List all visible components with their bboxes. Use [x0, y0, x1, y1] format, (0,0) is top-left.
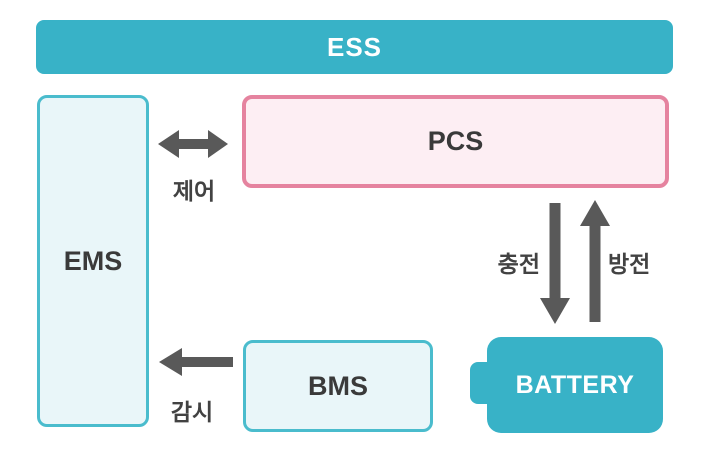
ess-banner: ESS [36, 20, 673, 74]
battery-terminal-shape [470, 362, 492, 404]
monitor-left-arrow-icon [159, 348, 233, 376]
ems-box: EMS [37, 95, 149, 427]
ess-label: ESS [326, 31, 383, 62]
battery-box: BATTERY [487, 337, 663, 433]
monitor-label: 감시 [170, 399, 214, 425]
pcs-box: PCS [242, 95, 669, 188]
discharge-label: 방전 [608, 251, 651, 277]
control-double-arrow-icon [158, 130, 228, 158]
bms-box: BMS [243, 340, 433, 432]
bms-label: BMS [308, 370, 368, 401]
charge-label: 충전 [497, 251, 540, 277]
discharge-up-arrow-icon [580, 200, 610, 322]
ems-label: EMS [63, 245, 123, 276]
pcs-label: PCS [427, 126, 484, 156]
battery-label: BATTERY [515, 370, 635, 399]
charge-down-arrow-icon [540, 203, 570, 324]
control-label: 제어 [172, 178, 216, 204]
